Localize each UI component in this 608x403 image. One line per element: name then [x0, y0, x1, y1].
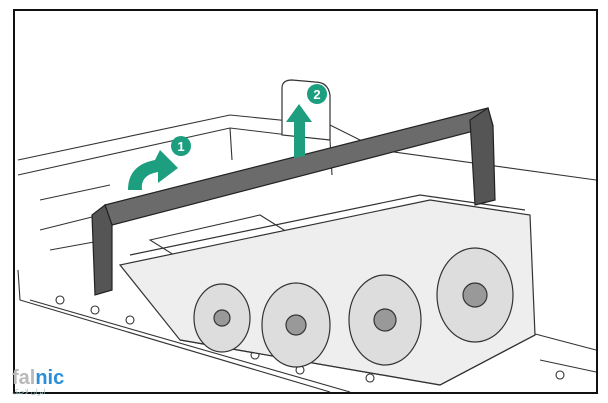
step-2-lift-arrow-icon: 2: [286, 84, 327, 158]
watermark-subtitle: ایران لاجیک: [12, 389, 46, 396]
step-2-number: 2: [313, 87, 320, 102]
step-1-rotate-arrow-icon: 1: [128, 136, 191, 190]
fan-cage: [118, 194, 536, 386]
step-1-number: 1: [177, 139, 184, 154]
fan-cage-handle: [91, 107, 496, 296]
watermark-part1: fal: [12, 367, 36, 389]
watermark-logo: falnic ایران لاجیک: [12, 368, 64, 396]
watermark-part2: nic: [35, 367, 65, 389]
